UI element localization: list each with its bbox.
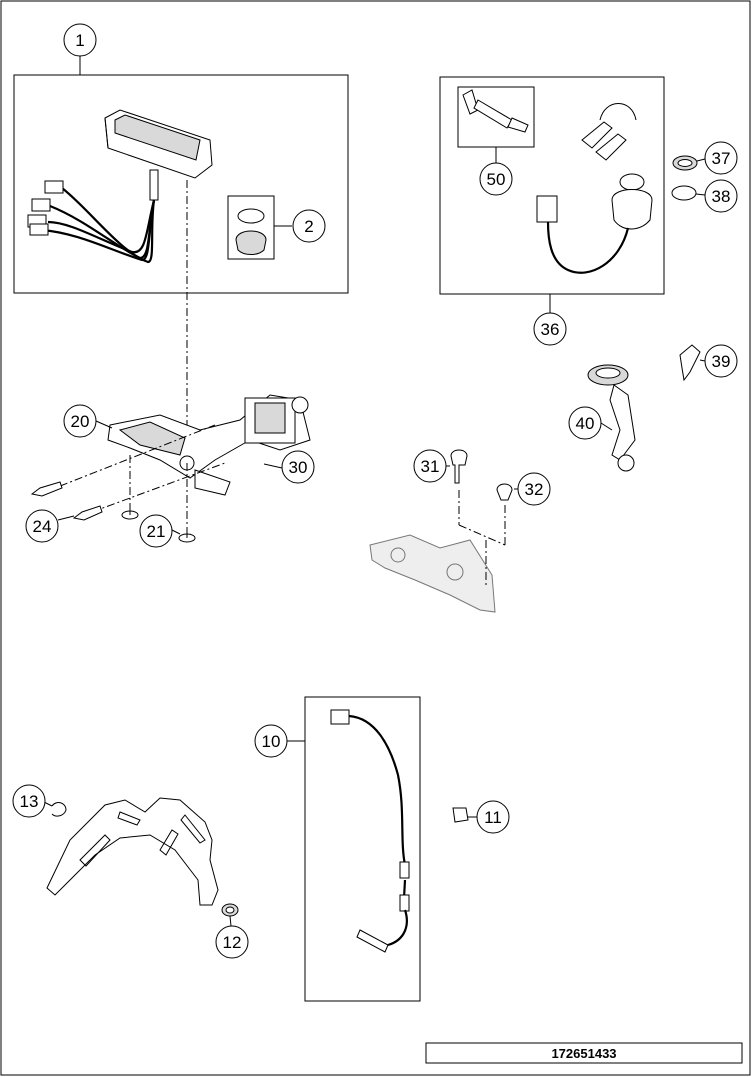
callout-32: 32 [517, 472, 551, 506]
display-group-box [13, 74, 349, 294]
callout-40: 40 [568, 406, 602, 440]
sensor-wheel [46, 797, 219, 906]
callout-13: 13 [12, 784, 46, 818]
o-ring-38 [671, 185, 697, 201]
callout-50: 50 [479, 162, 513, 196]
callout-10: 10 [254, 724, 288, 758]
callout-31: 31 [413, 449, 447, 483]
callout-38: 38 [704, 179, 738, 213]
callout-24: 24 [25, 509, 59, 543]
callout-1: 1 [63, 23, 97, 57]
svg-text:30: 30 [289, 458, 308, 477]
rubber-grommet [235, 230, 267, 255]
switch-connector [536, 195, 558, 223]
callout-20: 20 [63, 404, 97, 438]
svg-text:38: 38 [712, 187, 731, 206]
svg-text:31: 31 [421, 457, 440, 476]
ignition-group-box [439, 76, 665, 295]
key-b [595, 133, 627, 161]
svg-text:20: 20 [71, 412, 90, 431]
speed-sensor-group [287, 696, 477, 1002]
svg-text:50: 50 [487, 170, 506, 189]
display-unit [104, 109, 213, 201]
drawing-code-box: 172651433 [425, 1042, 743, 1064]
drawing-code: 172651433 [551, 1046, 616, 1061]
callouts: 1 2 10 11 12 13 20 21 24 30 31 32 36 37 … [12, 23, 738, 959]
callout-36: 36 [533, 312, 567, 346]
svg-text:10: 10 [262, 732, 281, 751]
display-unit-group [13, 56, 349, 294]
callout-39: 39 [704, 344, 738, 378]
ignition-cap-strap [609, 384, 636, 461]
callout-2: 2 [292, 209, 326, 243]
spare-key [679, 344, 701, 382]
svg-text:11: 11 [484, 808, 502, 827]
svg-text:36: 36 [541, 320, 560, 339]
svg-text:12: 12 [223, 933, 242, 952]
screw-24b [72, 505, 103, 521]
speed-sensor-box [304, 696, 421, 1002]
o-ring [237, 208, 265, 224]
clip-13 [51, 802, 67, 817]
sensor-tip [356, 929, 389, 953]
grommet-inset-box [227, 195, 275, 260]
svg-text:13: 13 [20, 792, 39, 811]
holder-detail-group [369, 449, 520, 613]
display-holder-group [30, 394, 311, 543]
svg-text:24: 24 [33, 517, 52, 536]
svg-text:21: 21 [147, 522, 166, 541]
screw-31 [450, 449, 468, 484]
callout-37: 37 [704, 141, 738, 175]
clip-11 [452, 807, 469, 823]
svg-text:2: 2 [304, 217, 313, 236]
plug-32 [496, 483, 513, 501]
key-a [581, 121, 613, 149]
svg-text:1: 1 [75, 31, 84, 50]
svg-text:37: 37 [712, 149, 731, 168]
svg-text:40: 40 [576, 414, 595, 433]
ignition-lock-group [439, 76, 706, 313]
key-and-cap-group [587, 344, 706, 472]
screw-24a [30, 481, 63, 497]
display-holder-ghost [369, 534, 496, 613]
brake-disc-group [43, 797, 239, 927]
callout-21: 21 [139, 514, 173, 548]
callout-11: 11 [476, 800, 510, 834]
svg-text:32: 32 [525, 480, 544, 499]
sensor-connector [330, 709, 350, 725]
display-cable-bundle [27, 180, 156, 264]
callout-12: 12 [215, 925, 249, 959]
ignition-switch [611, 189, 653, 230]
svg-text:39: 39 [712, 352, 731, 371]
callout-30: 30 [281, 450, 315, 484]
